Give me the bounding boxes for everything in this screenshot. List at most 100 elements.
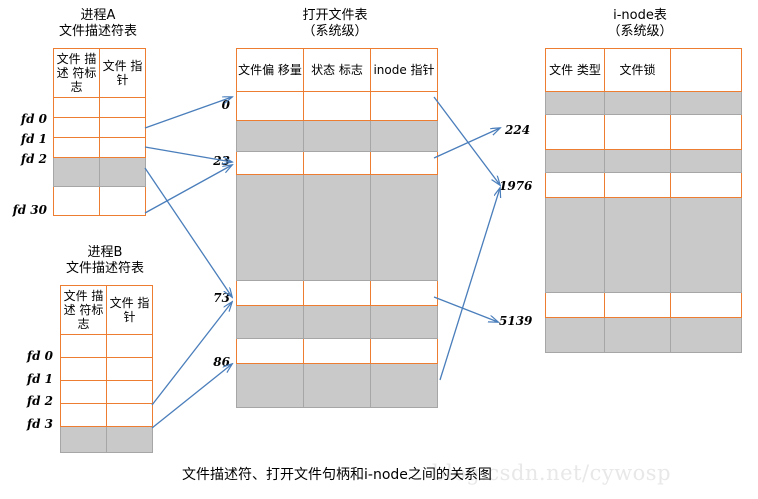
arrow-open0-to-inode1976 (433, 96, 500, 185)
table-row (53, 97, 146, 118)
cell-fd0-flags (60, 334, 107, 358)
cell-gap-3a (545, 197, 605, 293)
table-row-empty (236, 120, 438, 152)
cell-gap-2a (545, 149, 605, 173)
arrow-procb-fd3-to-open86 (151, 364, 232, 429)
table-row-offset-0 (236, 91, 438, 121)
cell-fd2-ptr (99, 137, 146, 158)
table-row (53, 117, 146, 138)
table-row-empty (545, 149, 742, 173)
cell-fd1-flags (53, 117, 100, 138)
table-row-empty (545, 197, 742, 293)
row-label-inode-5139: 5139 (499, 314, 533, 328)
arrow-procb-fd2-to-open73 (151, 302, 232, 406)
cell-gap-2c (670, 149, 742, 173)
cell-gap-2c (370, 174, 438, 281)
table-row-offset-73 (236, 280, 438, 306)
row-label-proca-fd30: fd 30 (12, 203, 47, 217)
cell-gap-4b (604, 317, 671, 353)
cell-gap-1a (236, 120, 304, 152)
header-cell-file-ptr: 文件 指针 (106, 285, 153, 335)
row-label-open-23: 23 (213, 154, 230, 168)
cell-fd2-flags (53, 137, 100, 158)
table-row-offset-23 (236, 151, 438, 175)
header-cell-blank (670, 48, 742, 92)
cell-73-inode (370, 280, 438, 306)
arrow-proca-fd30-to-open23 (144, 165, 232, 214)
row-label-procb-fd2: fd 2 (26, 394, 53, 408)
cell-gap-1b (604, 91, 671, 115)
cell-1976-blank (670, 172, 742, 198)
table-header-row: 文件 类型 文件锁 (545, 48, 742, 92)
row-label-inode-1976: 1976 (499, 179, 533, 193)
table-row-empty (236, 363, 438, 408)
row-label-open-86: 86 (213, 355, 230, 369)
cell-gap-3c (670, 197, 742, 293)
cell-gap-4a (236, 363, 304, 408)
cell-224-lock (604, 114, 671, 150)
inode-table: 文件 类型 文件锁 (545, 48, 742, 353)
header-cell-inode-ptr: inode 指针 (370, 48, 438, 92)
row-label-procb-fd3: fd 3 (26, 417, 53, 431)
cell-gap-4b (303, 363, 371, 408)
cell-gap-1c (370, 120, 438, 152)
cell-gap-4a (545, 317, 605, 353)
cell-gap-2b (604, 149, 671, 173)
cell-0-inode (370, 91, 438, 121)
table-row-empty (236, 174, 438, 281)
row-label-open-0: 0 (221, 98, 230, 112)
cell-224-type (545, 114, 605, 150)
cell-gap-3b (303, 305, 371, 339)
process-a-title: 进程A 文件描述符表 (58, 8, 137, 39)
table-header-row: 文件偏 移量 状态 标志 inode 指针 (236, 48, 438, 92)
cell-fd0-ptr (99, 97, 146, 118)
cell-gap-flags (53, 157, 100, 187)
cell-gap-2b (303, 174, 371, 281)
cell-fd0-ptr (106, 334, 153, 358)
row-label-open-73: 73 (213, 291, 230, 305)
cell-gap-1a (545, 91, 605, 115)
header-cell-file-type: 文件 类型 (545, 48, 605, 92)
open-file-table-title: 打开文件表 （系统级） (302, 8, 368, 39)
row-label-proca-fd0: fd 0 (20, 112, 47, 126)
table-row-inode-5139 (545, 292, 742, 318)
cell-fd30-ptr (99, 186, 146, 216)
row-label-proca-fd2: fd 2 (20, 152, 47, 166)
cell-23-flags (303, 151, 371, 175)
cell-gap-3a (236, 305, 304, 339)
process-b-title: 进程B 文件描述符表 (65, 245, 144, 276)
cell-23-offset (236, 151, 304, 175)
row-label-procb-fd1: fd 1 (26, 372, 53, 386)
table-row-empty (545, 91, 742, 115)
header-cell-fd-flags: 文件 描述 符标 志 (60, 285, 107, 335)
cell-86-offset (236, 338, 304, 364)
cell-23-inode (370, 151, 438, 175)
cell-73-offset (236, 280, 304, 306)
cell-0-offset (236, 91, 304, 121)
table-row (60, 334, 153, 358)
cell-fd1-ptr (106, 357, 153, 381)
row-label-procb-fd0: fd 0 (26, 349, 53, 363)
table-row (53, 186, 146, 216)
arrow-open86-to-inode1976 (439, 188, 500, 381)
cell-224-blank (670, 114, 742, 150)
table-row (60, 357, 153, 381)
cell-gap-1b (303, 120, 371, 152)
cell-5139-blank (670, 292, 742, 318)
cell-gap-ptr (99, 157, 146, 187)
table-row-offset-86 (236, 338, 438, 364)
table-row-empty (53, 157, 146, 187)
header-cell-status-flags: 状态 标志 (303, 48, 371, 92)
watermark: blog.csdn.net/cywosp (432, 461, 672, 485)
cell-gap-ptr (106, 426, 153, 453)
header-cell-fd-flags: 文件 描述 符标 志 (53, 48, 100, 98)
cell-fd1-flags (60, 357, 107, 381)
cell-1976-type (545, 172, 605, 198)
arrow-proca-fd2-to-open73 (144, 167, 232, 297)
table-row (60, 380, 153, 404)
cell-gap-3c (370, 305, 438, 339)
cell-gap-flags (60, 426, 107, 453)
cell-fd3-ptr (106, 403, 153, 427)
cell-gap-2a (236, 174, 304, 281)
